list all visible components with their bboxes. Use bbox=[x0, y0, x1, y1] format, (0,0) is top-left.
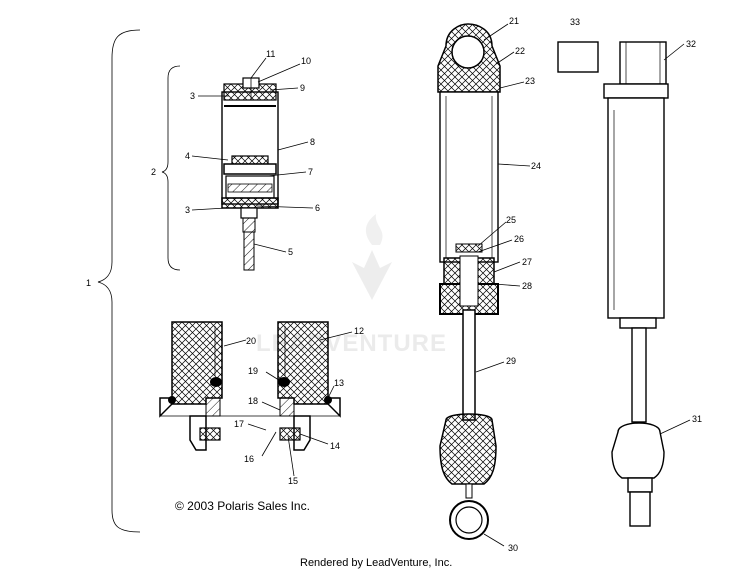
callout-3-top: 3 bbox=[190, 91, 195, 101]
callout-2: 2 bbox=[151, 167, 156, 177]
callout-21: 21 bbox=[509, 16, 519, 26]
piston-section bbox=[159, 321, 341, 451]
callout-27: 27 bbox=[522, 257, 532, 267]
brace-reservoir bbox=[161, 65, 181, 271]
callout-6: 6 bbox=[315, 203, 320, 213]
callout-14: 14 bbox=[330, 441, 340, 451]
callout-18: 18 bbox=[248, 396, 258, 406]
callout-4: 4 bbox=[185, 151, 190, 161]
copyright-text: © 2003 Polaris Sales Inc. bbox=[175, 499, 310, 513]
callout-23: 23 bbox=[525, 76, 535, 86]
callout-9: 9 bbox=[300, 83, 305, 93]
callout-28: 28 bbox=[522, 281, 532, 291]
callout-10: 10 bbox=[301, 56, 311, 66]
callout-labels: 1 2 3 4 3 5 6 7 8 9 10 11 12 13 14 15 16… bbox=[86, 16, 702, 553]
callout-30: 30 bbox=[508, 543, 518, 553]
callout-19: 19 bbox=[248, 366, 258, 376]
shock-exterior bbox=[557, 41, 669, 527]
callout-32: 32 bbox=[686, 39, 696, 49]
brace-assembly bbox=[97, 29, 141, 533]
callout-29: 29 bbox=[506, 356, 516, 366]
reservoir-assembly bbox=[221, 77, 279, 271]
part-33-spacer bbox=[557, 41, 599, 73]
callout-7: 7 bbox=[308, 167, 313, 177]
callout-16: 16 bbox=[244, 454, 254, 464]
callout-11: 11 bbox=[266, 49, 275, 59]
callout-15: 15 bbox=[288, 476, 298, 486]
callout-22: 22 bbox=[515, 46, 525, 56]
callout-25: 25 bbox=[506, 215, 516, 225]
callout-8: 8 bbox=[310, 137, 315, 147]
callout-26: 26 bbox=[514, 234, 524, 244]
leader-lines bbox=[191, 23, 691, 547]
callout-3-bottom: 3 bbox=[185, 205, 190, 215]
callout-1: 1 bbox=[86, 278, 91, 288]
callout-12: 12 bbox=[354, 326, 364, 336]
callout-31: 31 bbox=[692, 414, 702, 424]
callout-20: 20 bbox=[246, 336, 256, 346]
callout-13: 13 bbox=[334, 378, 344, 388]
callout-17: 17 bbox=[234, 419, 244, 429]
callout-33: 33 bbox=[570, 17, 580, 27]
shock-body bbox=[437, 23, 501, 540]
callout-24: 24 bbox=[531, 161, 541, 171]
callout-5: 5 bbox=[288, 247, 293, 257]
footer-text: Rendered by LeadVenture, Inc. bbox=[300, 557, 452, 569]
